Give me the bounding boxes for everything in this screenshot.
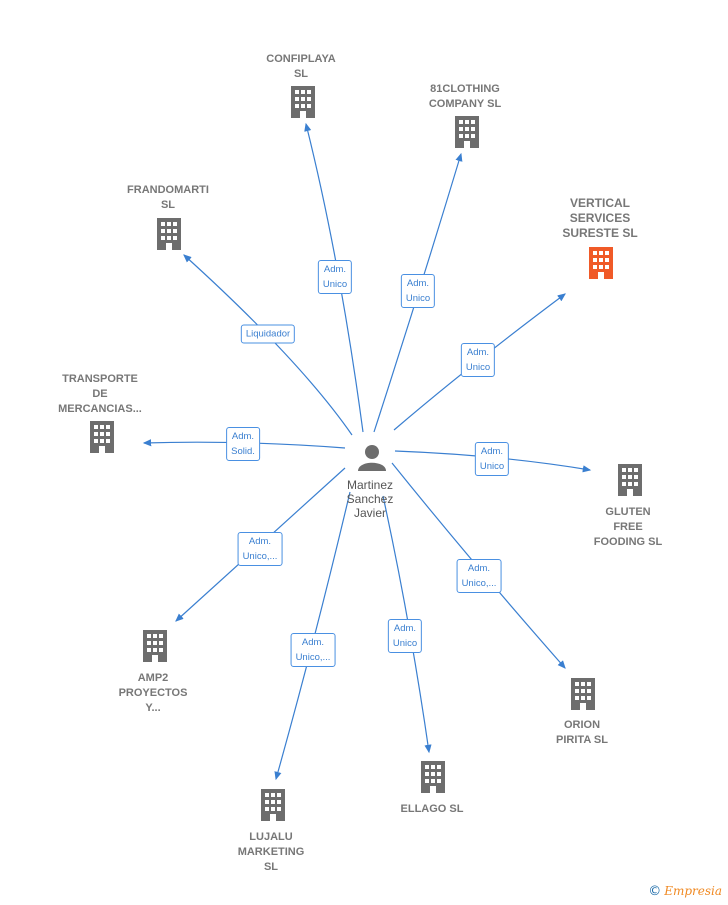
role-badge-gluten[interactable]: Adm. Unico [474,442,510,476]
building-icon-gluten[interactable] [618,464,642,496]
company-label-ellago[interactable]: ELLAGO SL [400,803,464,815]
building-icon-frandomarti[interactable] [157,218,181,250]
building-icon-vertical[interactable] [589,247,613,279]
role-badge-vertical[interactable]: Adm. Unico [460,343,496,377]
role-badge-lujalu[interactable]: Adm. Unico,... [290,633,336,667]
company-label-transporte[interactable]: TRANSPORTE DE MERCANCIAS... [58,373,142,415]
company-label-lujalu[interactable]: LUJALU MARKETING SL [237,831,305,873]
company-label-frandomarti[interactable]: FRANDOMARTI SL [127,184,209,211]
building-icon-transporte[interactable] [90,421,114,453]
company-label-confiplaya[interactable]: CONFIPLAYA SL [266,53,336,80]
role-badge-transporte[interactable]: Adm. Solid. [226,427,260,461]
building-icon-confiplaya[interactable] [291,86,315,118]
role-badge-orion[interactable]: Adm. Unico,... [456,559,502,593]
building-icon-lujalu[interactable] [261,789,285,821]
building-icon-amp2[interactable] [143,630,167,662]
company-label-vertical[interactable]: VERTICAL SERVICES SURESTE SL [562,196,638,240]
role-badge-frandomarti[interactable]: Liquidador [240,324,296,344]
copyright-symbol: © [648,884,662,899]
company-label-amp2[interactable]: AMP2 PROYECTOS Y... [118,672,188,714]
company-label-81clothing[interactable]: 81CLOTHING COMPANY SL [428,83,502,110]
brand-logo-text: Empresia [664,884,722,898]
building-icon-81clothing[interactable] [455,116,479,148]
role-badge-ellago[interactable]: Adm. Unico [387,619,423,653]
role-badge-amp2[interactable]: Adm. Unico,... [237,532,283,566]
person-icon [358,445,386,471]
role-badge-confiplaya[interactable]: Adm. Unico [317,260,353,294]
company-label-gluten[interactable]: GLUTEN FREE FOODING SL [593,506,663,548]
building-icon-orion[interactable] [571,678,595,710]
company-label-orion[interactable]: ORION PIRITA SL [556,719,608,746]
center-person-name[interactable]: Martinez Sanchez Javier [346,478,394,520]
building-icon-ellago[interactable] [421,761,445,793]
footer-brand: ©Empresia [648,884,722,899]
edge-frandomarti [183,254,353,436]
role-badge-81clothing[interactable]: Adm. Unico [400,274,436,308]
